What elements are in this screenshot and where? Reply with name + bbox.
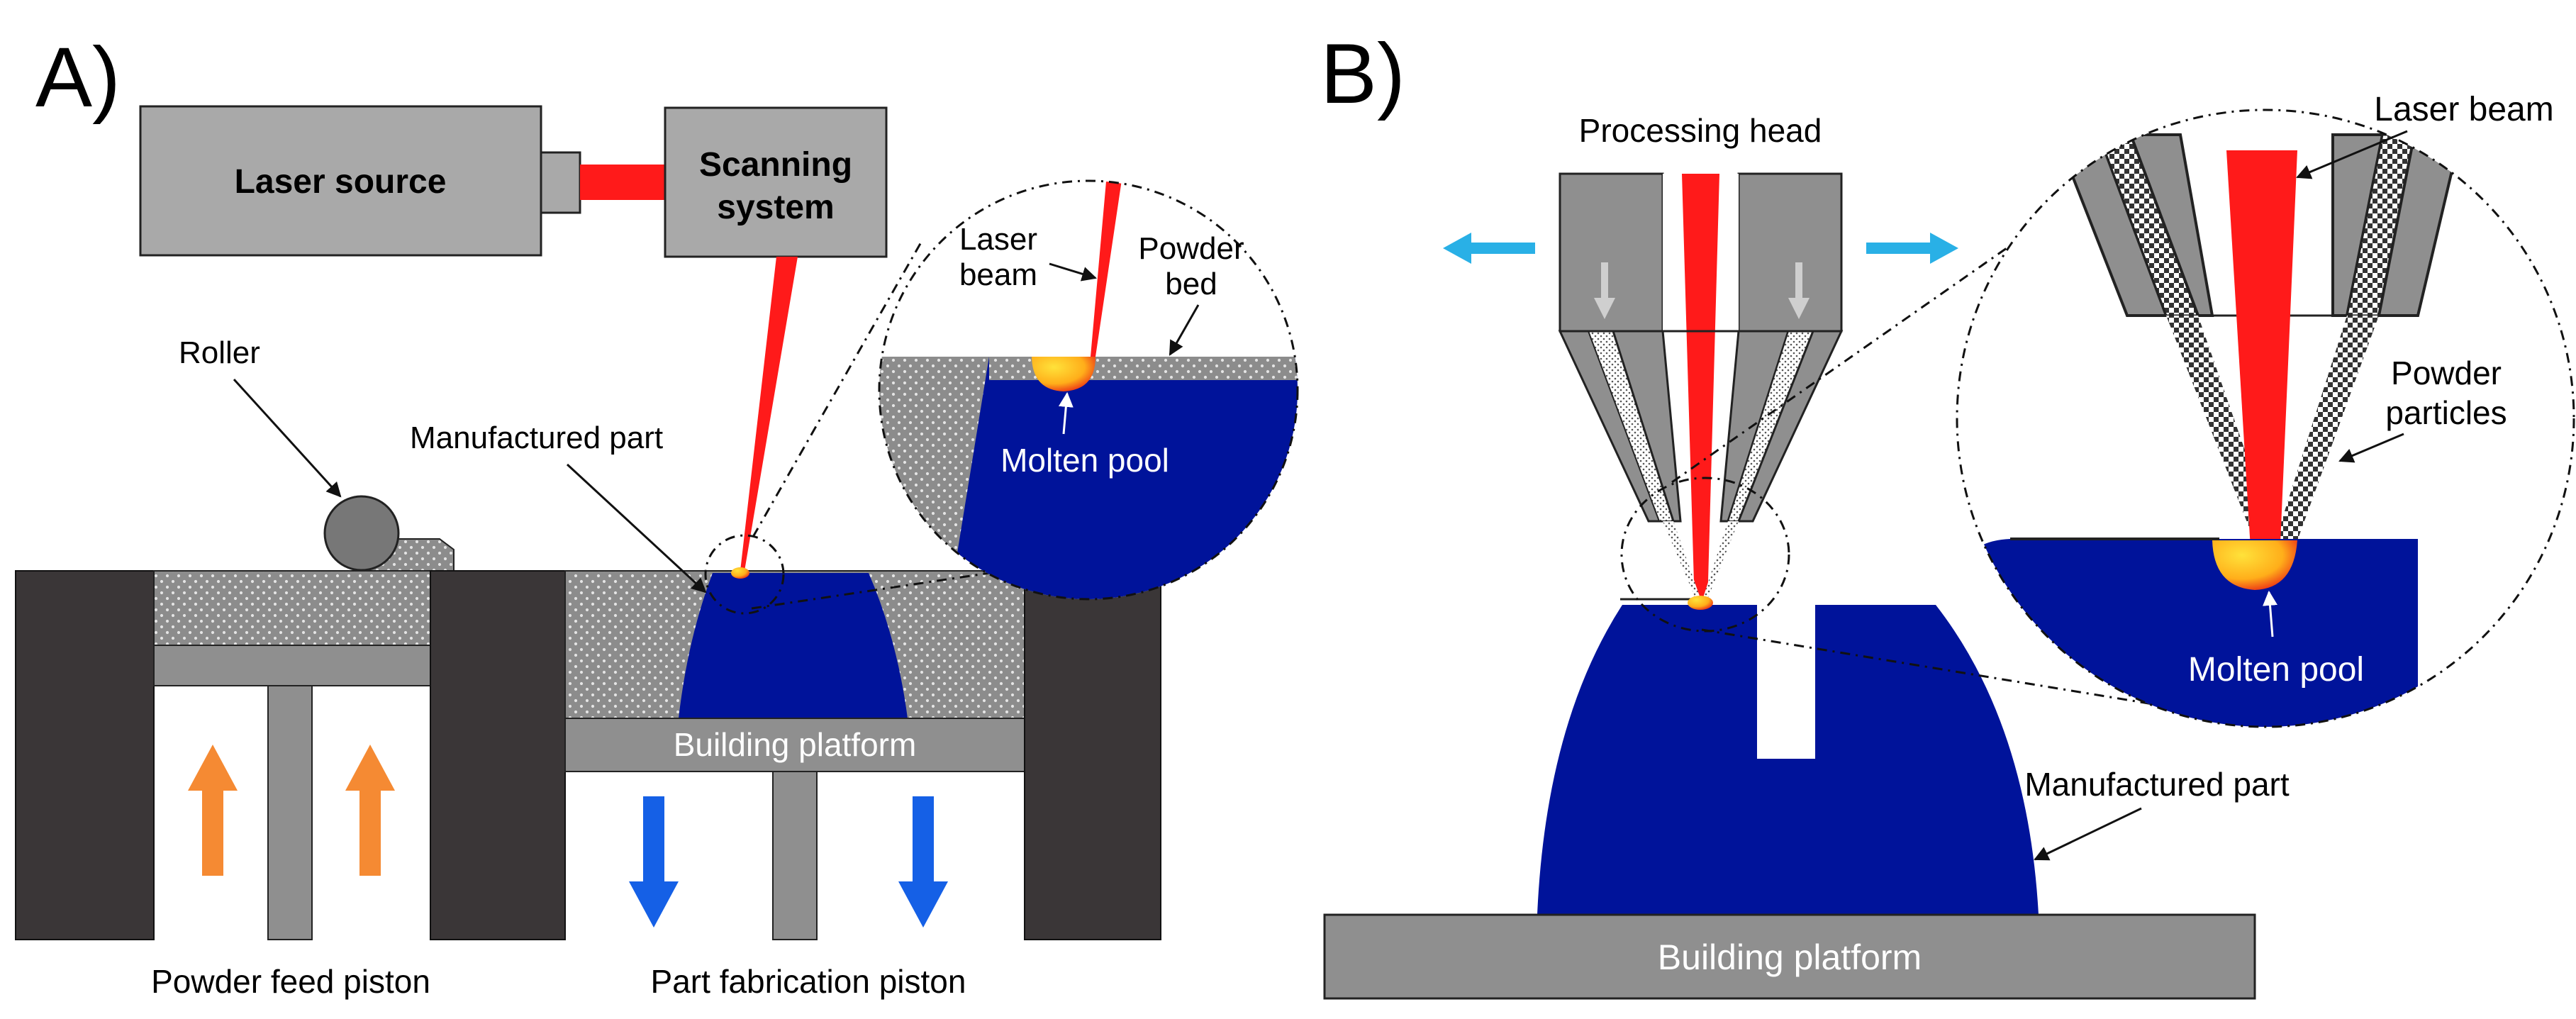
manufactured-part-label-a: Manufactured part xyxy=(410,421,663,455)
inset-a-laser-label-2: beam xyxy=(959,257,1037,292)
left-wall xyxy=(15,570,155,940)
manufactured-part-a xyxy=(679,573,908,718)
inset-b-border xyxy=(1956,108,2575,728)
feed-up-arrow-2 xyxy=(345,745,395,876)
building-platform-label-b: Building platform xyxy=(1658,937,1922,977)
panel-b: B) Processing head Building platform xyxy=(1320,26,2575,1000)
inset-b: Laser beam Powder particles Molten pool xyxy=(1956,91,2575,728)
inset-a-molten-pool xyxy=(1032,357,1095,391)
inset-b-powder-pointer xyxy=(2338,433,2404,463)
inset-a-molten-pointer xyxy=(1058,391,1074,435)
zoom-connector-a-1 xyxy=(752,240,923,538)
inset-a-laser-pointer xyxy=(1049,262,1098,282)
zoom-circle-a xyxy=(704,534,785,615)
roller xyxy=(323,495,400,572)
head-right-block xyxy=(1737,172,1843,333)
inset-b-molten-pointer xyxy=(2263,590,2277,637)
building-platform-b xyxy=(1323,913,2256,1000)
manufactured-part-b xyxy=(1537,605,2039,915)
head-down-arrow-right xyxy=(1788,262,1810,319)
zoom-connector-a-2 xyxy=(751,539,1210,610)
roller-pointer xyxy=(233,378,342,498)
panel-b-label: B) xyxy=(1320,26,1405,121)
build-down-arrow-1 xyxy=(629,796,679,928)
inset-a-laser-label-1: Laser xyxy=(959,222,1037,257)
scanning-system-box xyxy=(664,106,888,258)
powder-feed-piston-label: Powder feed piston xyxy=(151,963,430,1000)
manufactured-part-pointer-b xyxy=(2034,807,2142,861)
laser-beam-b xyxy=(1682,174,1719,606)
roller-label: Roller xyxy=(179,335,260,370)
zoom-connector-b-2 xyxy=(1701,628,2270,725)
right-wall xyxy=(1024,570,1161,940)
build-down-arrow-2 xyxy=(898,796,948,928)
melt-spot-b xyxy=(1688,596,1713,610)
laser-connector-beam xyxy=(580,165,665,200)
head-down-arrow-left xyxy=(1594,262,1615,319)
panel-a-label: A) xyxy=(35,30,121,125)
inset-b-stream-right xyxy=(2269,316,2379,560)
inset-a-powder-label-2: bed xyxy=(1165,267,1217,301)
middle-wall xyxy=(430,570,566,940)
inset-b-laser-label: Laser beam xyxy=(2374,91,2553,128)
feed-platform xyxy=(153,645,431,686)
building-platform-a xyxy=(564,718,1025,772)
laser-source-label: Laser source xyxy=(235,163,447,201)
feed-up-arrow-1 xyxy=(188,745,238,876)
manufactured-part-pointer-a xyxy=(566,463,707,594)
building-platform-label-a: Building platform xyxy=(674,726,917,763)
feed-powder xyxy=(153,570,431,646)
inset-b-laser xyxy=(2226,150,2297,560)
manufactured-part-label-b: Manufactured part xyxy=(2024,766,2290,803)
inset-a: Laser beam Powder bed Molten pool xyxy=(878,179,1299,601)
laser-source-nozzle xyxy=(540,151,581,214)
melt-spot-a xyxy=(731,567,749,579)
inset-a-molten-label: Molten pool xyxy=(1000,442,1169,479)
head-left-arrow xyxy=(1443,233,1535,264)
inset-b-laser-pointer xyxy=(2296,130,2408,179)
scanning-system-label-2: system xyxy=(717,189,834,226)
inset-a-powder-pointer xyxy=(1169,304,1200,356)
inset-b-part xyxy=(1957,539,2418,727)
inset-a-border xyxy=(878,179,1299,601)
scanning-system-label-1: Scanning xyxy=(699,146,852,184)
head-right-arrow xyxy=(1866,233,1958,264)
feed-piston-rod xyxy=(267,685,313,940)
processing-head-label: Processing head xyxy=(1579,112,1822,149)
inset-b-molten-label: Molten pool xyxy=(2188,651,2364,689)
laser-beam-a xyxy=(740,257,798,571)
inset-b-powder-label-1: Powder xyxy=(2391,355,2502,391)
laser-source-box xyxy=(139,105,542,257)
inset-a-laser xyxy=(1091,181,1127,357)
part-fabrication-piston-label: Part fabrication piston xyxy=(651,963,966,1000)
powder-stream-left xyxy=(1663,521,1703,606)
zoom-connector-b-1 xyxy=(1671,222,2043,484)
build-piston-rod xyxy=(772,771,818,940)
panel-a: A) Laser source Scanning system Roller M… xyxy=(15,30,1299,1000)
head-left-block xyxy=(1559,172,1664,333)
inset-a-powder-label-1: Powder xyxy=(1138,231,1244,266)
inset-b-powder-label-2: particles xyxy=(2385,394,2507,431)
inset-b-molten-pool xyxy=(2212,540,2297,590)
powder-stream-right xyxy=(1700,521,1739,606)
